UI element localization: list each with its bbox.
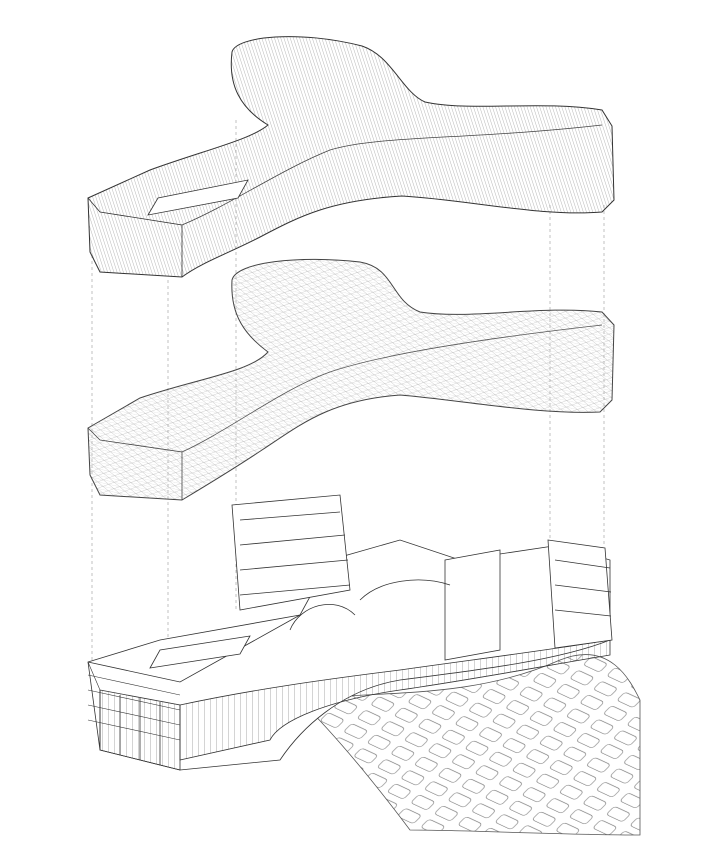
skylight-opening (147, 179, 249, 216)
ground-net-surface (299, 654, 641, 836)
structural-grid-mesh-layer (87, 258, 615, 501)
outer-skin-mesh-layer (87, 36, 615, 278)
building-floors-layer (87, 494, 613, 771)
